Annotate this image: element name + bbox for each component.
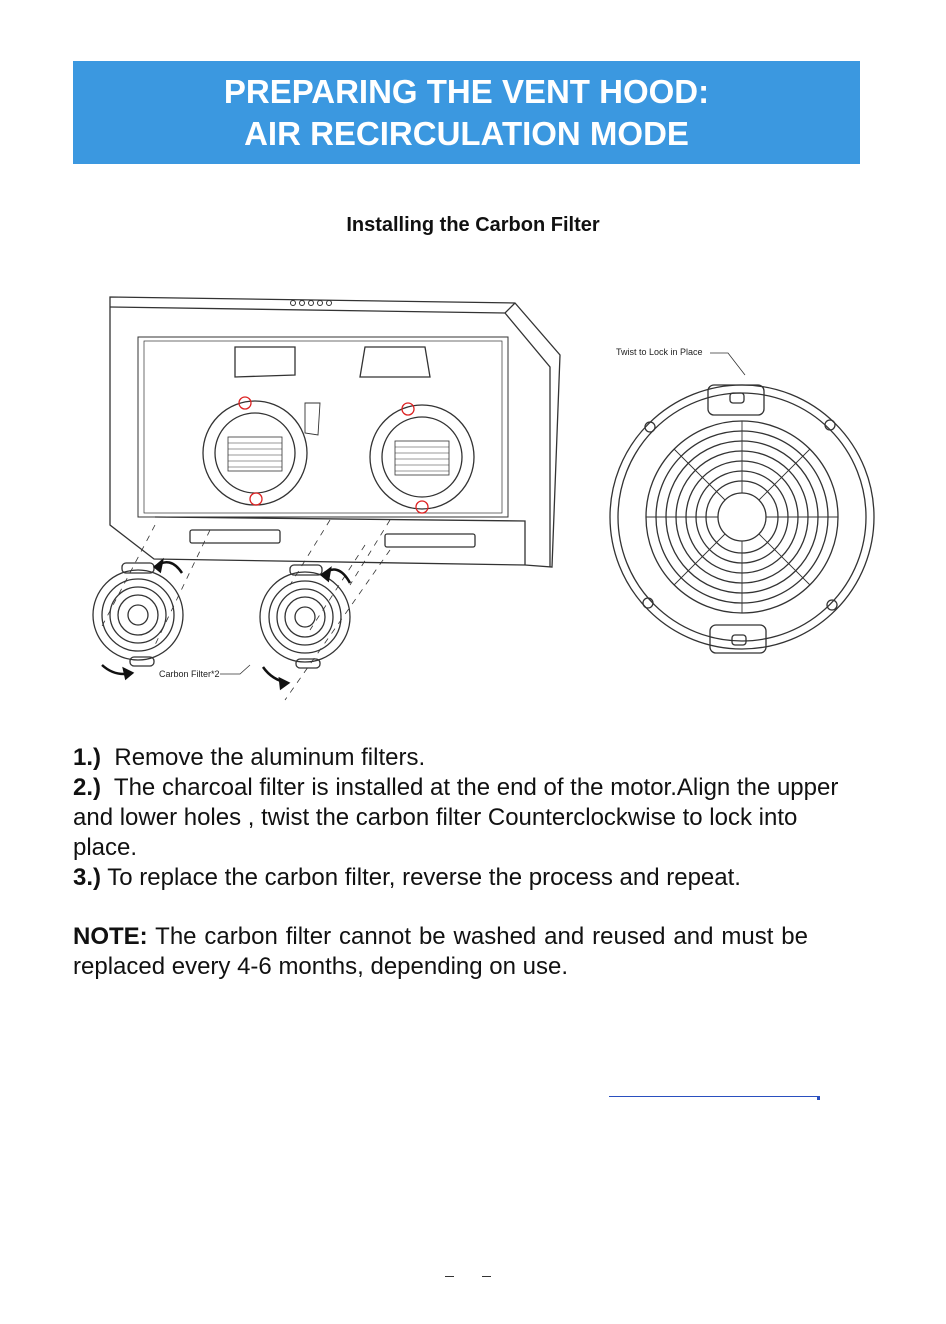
instruction-steps: 1.) Remove the aluminum filters. 2.) The… xyxy=(73,743,863,893)
underline-mark xyxy=(609,1096,817,1097)
small-filter-left xyxy=(92,562,184,667)
vent-slot-right xyxy=(384,533,476,548)
underline-tick xyxy=(817,1096,820,1100)
page-number-dash-right xyxy=(482,1276,491,1277)
hood-outline xyxy=(109,296,561,568)
label-twist-to-lock: Twist to Lock in Place xyxy=(616,347,703,357)
page-number-dash-left xyxy=(445,1276,454,1277)
motor-left xyxy=(202,396,308,506)
section-subtitle: Installing the Carbon Filter xyxy=(346,214,600,236)
note-text: The carbon filter cannot be washed and r… xyxy=(73,923,809,980)
note-label: NOTE: xyxy=(73,923,148,950)
step-3: 3.) To replace the carbon filter, revers… xyxy=(73,864,741,891)
small-filter-right xyxy=(259,564,351,669)
motor-right xyxy=(369,402,475,514)
large-filter-detail xyxy=(609,384,875,654)
title-line-1: PREPARING THE VENT HOOD: xyxy=(223,72,710,110)
step-1: 1.) Remove the aluminum filters. xyxy=(73,744,426,771)
step-2: 2.) The charcoal filter is installed at … xyxy=(73,774,839,861)
title-line-2: AIR RECIRCULATION MODE xyxy=(244,114,689,152)
carbon-filter-diagram: Twist to Lock in Place Carbon Filter*2 xyxy=(92,296,875,701)
control-buttons xyxy=(290,300,332,306)
vent-slot-left xyxy=(189,529,281,544)
label-carbon-filter: Carbon Filter*2 xyxy=(159,669,220,679)
title-banner: PREPARING THE VENT HOOD: AIR RECIRCULATI… xyxy=(73,61,860,164)
note-paragraph: NOTE: The carbon filter cannot be washed… xyxy=(73,922,808,982)
